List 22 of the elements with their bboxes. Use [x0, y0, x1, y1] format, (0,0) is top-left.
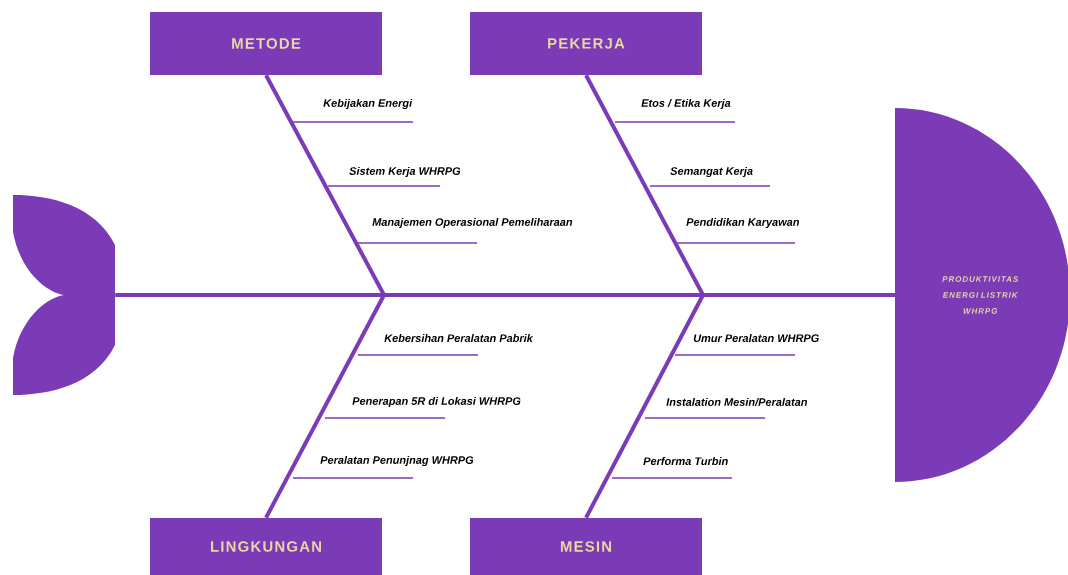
cause-label: Penerapan 5R di Lokasi WHRPG [352, 396, 521, 408]
cause-label: Sistem Kerja WHRPG [349, 166, 461, 178]
cause-label: Pendidikan Karyawan [686, 217, 799, 229]
cause-label: Performa Turbin [643, 456, 728, 465]
bone-line [264, 74, 386, 296]
cause-label: Instalation Mesin/Peralatan [666, 397, 807, 407]
cause-label: Etos / Etika Kerja [641, 98, 731, 110]
cause-label: Manajemen Operasional Pemeliharaan [372, 217, 573, 229]
bone-line [584, 74, 705, 296]
cause-label: Kebersihan Peralatan Pabrik [384, 333, 534, 342]
bone-line [584, 294, 705, 519]
category-box: PEKERJA [470, 12, 702, 75]
category-box: METODE [150, 12, 382, 75]
category-box: MESIN [470, 518, 702, 575]
cause-label: Umur Peralatan WHRPG [693, 333, 819, 342]
cause-label: Kebijakan Energi [323, 98, 413, 110]
bone-line [115, 293, 895, 297]
category-box: LINGKUNGAN [150, 518, 382, 575]
cause-label: Semangat Kerja [670, 166, 753, 178]
bone-line [264, 294, 386, 519]
cause-label: Peralatan Penunjnag WHRPG [320, 455, 474, 467]
fish-tail [13, 195, 115, 395]
